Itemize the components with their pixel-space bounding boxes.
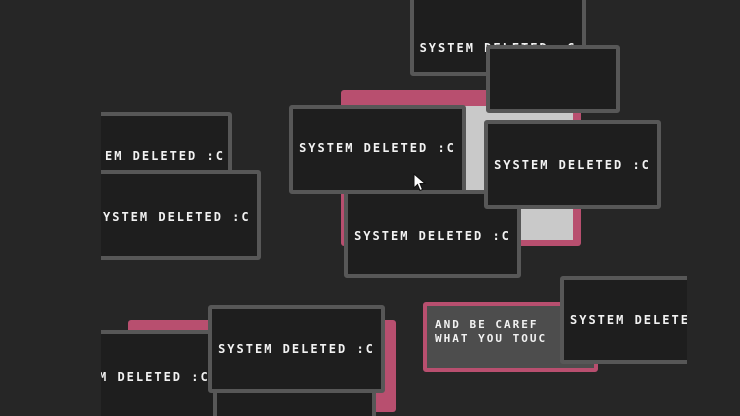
error-window-bottom-right[interactable]: SYSTEM DELETE	[560, 276, 687, 364]
error-text: SYSTEM DELETED :C	[218, 342, 375, 356]
error-text: YSTEM DELETED :C	[103, 210, 251, 224]
error-window-bottom-center-shadow	[213, 389, 376, 416]
error-text: SYSTEM DELETED :C	[354, 229, 511, 243]
error-text: SYSTEM DELETED :C	[299, 140, 456, 155]
playfield: SYSTEM DELETED :C EM DELETED :C YSTEM DE…	[101, 0, 687, 416]
error-text: EM DELETED :C	[105, 149, 225, 163]
error-window-center-upper[interactable]: SYSTEM DELETED :C	[289, 105, 466, 194]
error-text: SYSTEM DELETED :C	[494, 157, 651, 172]
warning-line-1: AND BE CAREF	[435, 318, 539, 331]
error-window-left-lower[interactable]: YSTEM DELETED :C	[101, 170, 261, 260]
error-text: SYSTEM DELETE	[570, 313, 687, 327]
warning-line-2: WHAT YOU TOUC	[435, 332, 548, 345]
empty-window[interactable]	[486, 45, 620, 113]
error-text: M DELETED :C	[101, 370, 210, 384]
error-window-right[interactable]: SYSTEM DELETED :C	[484, 120, 661, 209]
error-window-bottom-center[interactable]: SYSTEM DELETED :C	[208, 305, 385, 393]
arrow-cursor-icon	[413, 173, 427, 192]
